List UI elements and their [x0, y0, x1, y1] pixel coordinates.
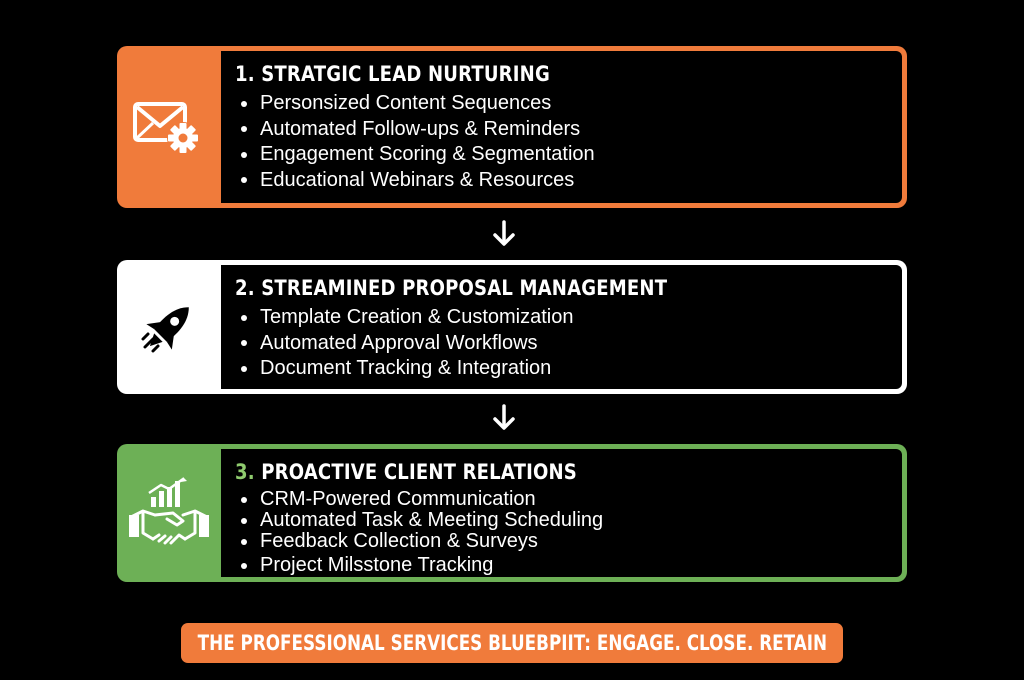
bullet-icon [241, 365, 247, 372]
stage-3-number: 3. [235, 460, 255, 484]
bullet-icon [241, 538, 247, 545]
list-item: Project Milsstone Tracking [235, 555, 888, 576]
stage-client-relations: 3. PROACTIVE CLIENT RELATIONS CRM-Powere… [117, 444, 907, 582]
list-item: Template Creation & Customization [235, 305, 888, 331]
stage-1-icon-panel [117, 46, 221, 208]
stage-2-content: 2. STREAMINED PROPOSAL MANAGEMENT Templa… [221, 265, 902, 389]
stage-3-title: 3. PROACTIVE CLIENT RELATIONS [235, 457, 797, 487]
list-item: Educational Webinars & Resources [235, 168, 888, 194]
stage-proposal-management: 2. STREAMINED PROPOSAL MANAGEMENT Templa… [117, 260, 907, 394]
list-item: Automated Task & Meeting Scheduling [235, 510, 888, 531]
stage-2-title-text: STREAMINED PROPOSAL MANAGEMENT [261, 276, 668, 300]
list-item: Automated Follow-ups & Reminders [235, 117, 888, 143]
stage-1-item-list: Personsized Content Sequences Automated … [235, 91, 888, 193]
list-item-text: CRM-Powered Communication [260, 488, 536, 510]
list-item-text: Automated Task & Meeting Scheduling [260, 509, 604, 531]
rocket-icon [141, 307, 189, 353]
list-item: CRM-Powered Communication [235, 489, 888, 510]
list-item-text: Template Creation & Customization [260, 306, 574, 328]
tagline-banner: THE PROFESSIONAL SERVICES BLUEBPIIT: ENG… [181, 623, 843, 663]
list-item: Document Tracking & Integration [235, 356, 888, 382]
list-item-text: Document Tracking & Integration [260, 357, 552, 379]
stage-1-title: 1. STRATGIC LEAD NURTURING [235, 59, 797, 89]
tagline-text: THE PROFESSIONAL SERVICES BLUEBPIIT: ENG… [197, 631, 827, 655]
list-item-text: Project Milsstone Tracking [260, 554, 494, 576]
arrow-down-icon [493, 404, 515, 430]
stage-2-number: 2. [235, 276, 255, 300]
bullet-icon [241, 517, 247, 524]
list-item-text: Educational Webinars & Resources [260, 168, 575, 191]
arrow-down-icon [493, 220, 515, 246]
list-item: Automated Approval Workflows [235, 331, 888, 357]
list-item-text: Automated Follow-ups & Reminders [260, 117, 581, 140]
list-item-text: Automated Approval Workflows [260, 331, 538, 354]
list-item: Feedback Collection & Surveys [235, 531, 888, 552]
stage-1-number: 1. [235, 62, 255, 86]
stage-lead-nurturing: 1. STRATGIC LEAD NURTURING Personsized C… [117, 46, 907, 208]
bullet-icon [241, 151, 247, 158]
stage-2-item-list: Template Creation & Customization Automa… [235, 305, 888, 382]
stage-3-icon-panel [117, 444, 221, 582]
handshake-chart-icon [129, 477, 209, 545]
list-item-text: Engagement Scoring & Segmentation [260, 143, 595, 165]
bullet-icon [241, 496, 247, 503]
list-item-text: Personsized Content Sequences [260, 92, 552, 114]
stage-3-content: 3. PROACTIVE CLIENT RELATIONS CRM-Powere… [221, 449, 902, 577]
stage-2-icon-panel [117, 260, 221, 394]
stage-2-title: 2. STREAMINED PROPOSAL MANAGEMENT [235, 273, 797, 303]
stage-1-title-text: STRATGIC LEAD NURTURING [261, 62, 550, 86]
stage-1-content: 1. STRATGIC LEAD NURTURING Personsized C… [221, 51, 902, 203]
bullet-icon [241, 126, 247, 133]
stage-3-title-text: PROACTIVE CLIENT RELATIONS [261, 460, 577, 484]
list-item: Personsized Content Sequences [235, 91, 888, 117]
email-gear-icon [133, 102, 199, 154]
bullet-icon [241, 314, 247, 321]
stage-3-item-list: CRM-Powered Communication Automated Task… [235, 489, 888, 576]
list-item: Engagement Scoring & Segmentation [235, 142, 888, 168]
bullet-icon [241, 562, 247, 569]
bullet-icon [241, 100, 247, 107]
list-item-text: Feedback Collection & Surveys [260, 530, 538, 552]
bullet-icon [241, 340, 247, 347]
bullet-icon [241, 177, 247, 184]
